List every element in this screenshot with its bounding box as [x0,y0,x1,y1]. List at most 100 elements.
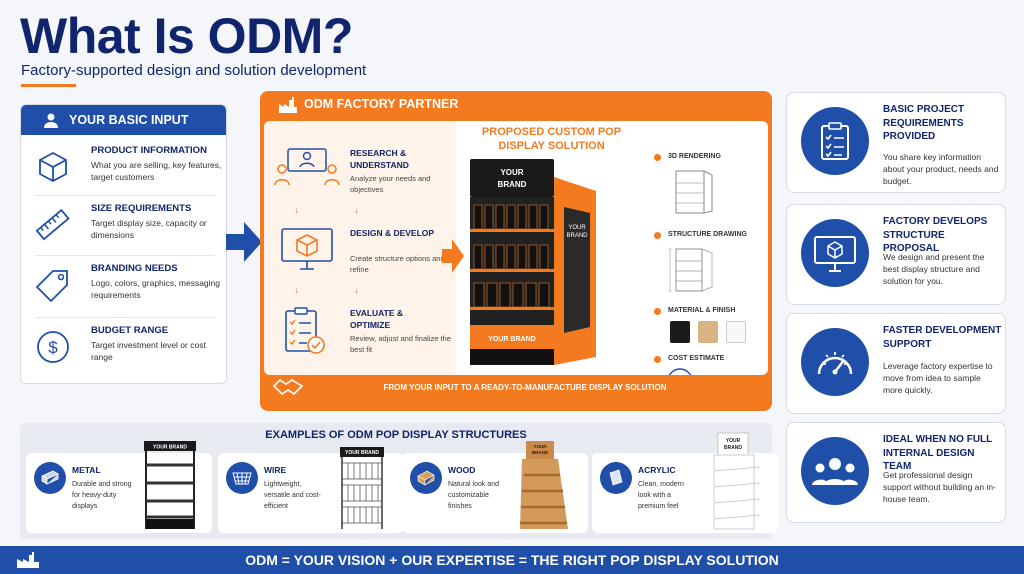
team-screen-icon [274,148,340,186]
step-desc: Create structure options and refine [350,254,445,274]
input-item-budget: $ BUDGET RANGE Target investment level o… [21,325,226,383]
arrow-right-icon [226,222,262,262]
display-brand-bottom: YOUR BRAND [488,336,535,343]
step-evaluate: EVALUATE & OPTIMIZE Review, adjust and f… [274,307,454,375]
step-desc: Review, adjust and finalize the best fit [350,334,451,354]
display-stand-illustration: YOUR BRAND YOUR BRAND YOUR BRAND [470,159,596,365]
bullet-dot [654,356,661,363]
input-item-title: SIZE REQUIREMENTS [91,203,192,214]
clipboard-icon [821,122,849,160]
divider [35,255,215,256]
input-item-desc: Logo, colors, graphics, messaging requir… [91,278,220,300]
checklist-icon [285,307,325,354]
step-title: DESIGN & DEVELOP [350,228,435,238]
svg-text:BRAND: BRAND [724,445,742,451]
tag-icon [35,270,68,303]
odm-partner-panel: ODM FACTORY PARTNER RESEARCH & UNDERSTAN… [260,91,772,411]
benefit-icon-bg [801,437,869,505]
down-arrow-icon: ↓ [294,285,299,296]
swatch-wood [698,321,718,343]
step-design: DESIGN & DEVELOP Create structure option… [274,227,454,307]
example-title: ACRYLIC [638,465,676,475]
monitor-cube-icon [281,228,333,270]
benefit-icon-bg [801,328,869,396]
example-title: WOOD [448,465,476,475]
svg-text:YOUR BRAND: YOUR BRAND [345,450,379,456]
svg-text:$: $ [676,373,684,375]
bullet-dot [654,308,661,315]
input-item-title: BUDGET RANGE [91,325,169,336]
basic-input-header: YOUR BASIC INPUT [21,105,226,135]
benefit-title: IDEAL WHEN NO FULL INTERNAL DESIGN TEAM [883,434,993,472]
example-card-wire: WIRE Lightweight, versatile and cost-eff… [218,447,404,533]
deliverable-label: STRUCTURE DRAWING [668,231,747,238]
cube-icon [39,151,67,183]
footer-text: ODM = YOUR VISION + OUR EXPERTISE = THE … [245,552,779,568]
benefit-desc: Get professional design support without … [883,470,996,504]
benefit-card-requirements: BASIC PROJECT REQUIREMENTS PROVIDED You … [786,92,1006,193]
partner-footer-text: FROM YOUR INPUT TO A READY-TO-MANUFACTUR… [383,383,667,392]
step-research: RESEARCH & UNDERSTAND Analyze your needs… [274,147,454,227]
display-brand-side: YOUR [568,225,586,231]
input-item-desc: What you are selling, key features, targ… [91,160,222,182]
example-card-wood: WOOD Natural look and customizable finis… [402,441,588,533]
example-title: METAL [72,465,101,475]
speedometer-icon [817,352,853,375]
example-card-acrylic: ACRYLIC Clean, modern look with a premiu… [592,432,778,533]
example-title: WIRE [264,465,287,475]
basic-input-panel: YOUR BASIC INPUT PRODUCT INFORMATION Wha… [20,104,227,384]
benefit-desc: We design and present the best display s… [883,252,985,286]
divider [35,195,215,196]
down-arrow-icon: ↓ [294,205,299,216]
input-item-title: PRODUCT INFORMATION [91,145,207,156]
benefit-title: FASTER DEVELOPMENT SUPPORT [883,325,1002,350]
input-item-product: PRODUCT INFORMATION What you are selling… [21,145,226,205]
example-card-metal: METAL Durable and strong for heavy-duty … [26,441,212,533]
partner-content: RESEARCH & UNDERSTAND Analyze your needs… [264,121,768,375]
examples-title: EXAMPLES OF ODM POP DISPLAY STRUCTURES [265,429,527,441]
down-arrow-icon: ↓ [354,205,359,216]
rendering-thumbnail [675,170,713,214]
user-icon [44,113,58,128]
partner-title: ODM FACTORY PARTNER [304,97,459,111]
dollar-icon: $ [37,331,69,363]
svg-text:BRAND: BRAND [566,233,588,239]
metal-display-illustration: YOUR BRAND [144,441,196,529]
basic-input-title: YOUR BASIC INPUT [69,113,189,127]
handshake-icon [272,378,304,396]
wood-block-icon [417,470,435,486]
benefit-card-proposal: FACTORY DEVELOPS STRUCTURE PROPOSAL We d… [786,204,1006,305]
benefit-desc: You share key information about your pro… [883,152,999,186]
factory-icon [17,552,39,568]
swatch-black [670,321,690,343]
basket-icon [232,472,252,485]
monitor-cube-icon [814,236,856,272]
input-item-title: BRANDING NEEDS [91,263,178,274]
factory-icon [279,97,297,113]
benefit-title: FACTORY DEVELOPS STRUCTURE PROPOSAL [883,216,988,254]
example-desc: Durable and strong for heavy-duty displa… [72,481,132,510]
benefit-card-faster: FASTER DEVELOPMENT SUPPORT Leverage fact… [786,313,1006,414]
svg-text:BRAND: BRAND [498,180,527,189]
benefit-card-team: IDEAL WHEN NO FULL INTERNAL DESIGN TEAM … [786,422,1006,523]
benefit-icon-bg [801,107,869,175]
page-subtitle: Factory-supported design and solution de… [21,62,367,79]
step-title: EVALUATE & OPTIMIZE [350,308,404,330]
display-brand-top: YOUR [500,168,523,177]
dollar-icon: $ [668,368,692,375]
step-title: RESEARCH & UNDERSTAND [350,148,409,170]
metal-bar-icon [41,470,59,485]
input-item-branding: BRANDING NEEDS Logo, colors, graphics, m… [21,263,226,323]
structure-drawing-thumbnail [668,248,713,292]
example-desc: Natural look and customizable finishes [448,481,499,510]
svg-text:YOUR: YOUR [726,438,741,444]
proposed-solution-title: PROPOSED CUSTOM POP DISPLAY SOLUTION [481,126,622,152]
benefit-desc: Leverage factory expertise to move from … [883,361,993,395]
acrylic-sheet-icon [609,469,623,486]
swatch-white [726,321,746,343]
svg-text:YOUR BRAND: YOUR BRAND [153,445,187,451]
step-desc: Analyze your needs and objectives [350,174,431,194]
divider [35,317,215,318]
page-title: What Is ODM? [20,8,353,64]
